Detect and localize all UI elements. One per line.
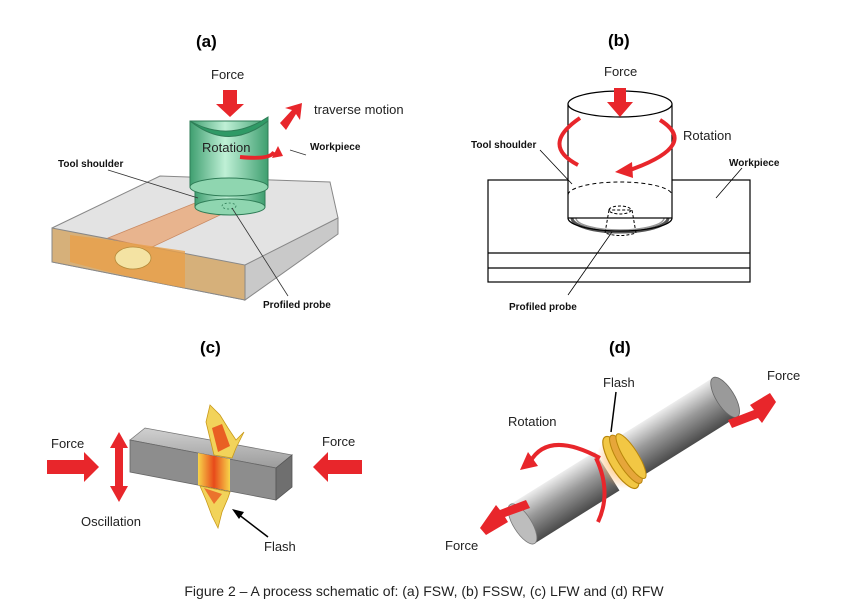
rfw-rotation-arrow-front: [594, 457, 607, 523]
rfw-force-top-label: Force: [767, 368, 800, 383]
lfw-workpiece: [129, 404, 293, 530]
fsw-tool: [189, 116, 269, 216]
lfw-flash-leader-head: [232, 509, 244, 519]
rfw-rotation-arrowhead: [520, 452, 538, 470]
fssw-tool-shoulder-label: Tool shoulder: [471, 140, 536, 151]
fsw-force-arrow: [216, 90, 244, 117]
panel-c-label: (c): [200, 338, 221, 357]
fssw-rotation-arrowhead: [615, 162, 633, 178]
panel-d-label: (d): [609, 338, 631, 357]
fsw-tool-shoulder-label: Tool shoulder: [58, 159, 123, 170]
panel-d: (d) Force Force Rotation Flash: [445, 338, 800, 553]
fsw-workpiece-label: Workpiece: [310, 142, 361, 153]
fsw-rotation-arrowhead: [272, 146, 283, 158]
fsw-traverse-arrow: [280, 103, 302, 130]
fsw-force-label: Force: [211, 67, 244, 82]
rfw-rotation-arrow-back: [528, 443, 601, 464]
lfw-force-left-label: Force: [51, 436, 84, 451]
fsw-plate: [51, 175, 339, 301]
panel-a: (a) Force traverse motion: [51, 32, 404, 311]
fssw-shoulder-leader: [539, 149, 573, 185]
fssw-probe-label: Profiled probe: [509, 302, 577, 313]
rfw-force-bottom-arrow: [480, 500, 530, 535]
panel-b-label: (b): [608, 31, 630, 50]
lfw-force-right-label: Force: [322, 434, 355, 449]
fssw-workpiece-label: Workpiece: [729, 158, 780, 169]
fssw-probe-leader: [567, 231, 613, 296]
fssw-rotation-left: [557, 116, 582, 167]
rfw-force-top-arrow: [728, 393, 776, 428]
fssw-rotation-label: Rotation: [683, 128, 731, 143]
panel-a-label: (a): [196, 32, 217, 51]
lfw-force-left-arrow: [47, 452, 99, 482]
rfw-force-bottom-label: Force: [445, 538, 478, 553]
fsw-traverse-label: traverse motion: [314, 102, 404, 117]
panel-c: (c) Force Force Oscillation Flash: [47, 338, 362, 554]
rfw-flash-label: Flash: [603, 375, 635, 390]
rfw-rotation-label: Rotation: [508, 414, 556, 429]
rfw-rods: [507, 376, 740, 545]
fsw-probe-leader: [231, 207, 289, 297]
fsw-rotation-label: Rotation: [202, 140, 250, 155]
fsw-probe-label: Profiled probe: [263, 300, 331, 311]
fsw-shoulder-leader: [107, 169, 199, 199]
panel-b: (b) Force Rotation Tool shoulder: [471, 31, 780, 313]
lfw-oscillation-label: Oscillation: [81, 514, 141, 529]
fsw-workpiece-leader: [289, 149, 307, 156]
fssw-force-arrow: [607, 88, 633, 117]
lfw-flash-label: Flash: [264, 539, 296, 554]
fssw-force-label: Force: [604, 64, 637, 79]
rfw-flash-leader: [610, 391, 617, 433]
fssw-rotation-right: [629, 118, 677, 172]
lfw-flash-leader: [237, 513, 269, 538]
fsw-rotation-arrow: [239, 150, 276, 160]
fssw-workpiece-leader: [715, 167, 743, 199]
lfw-force-right-arrow: [313, 452, 362, 482]
lfw-oscillation-arrow: [110, 432, 128, 502]
figure-caption: Figure 2 – A process schematic of: (a) F…: [184, 583, 664, 599]
